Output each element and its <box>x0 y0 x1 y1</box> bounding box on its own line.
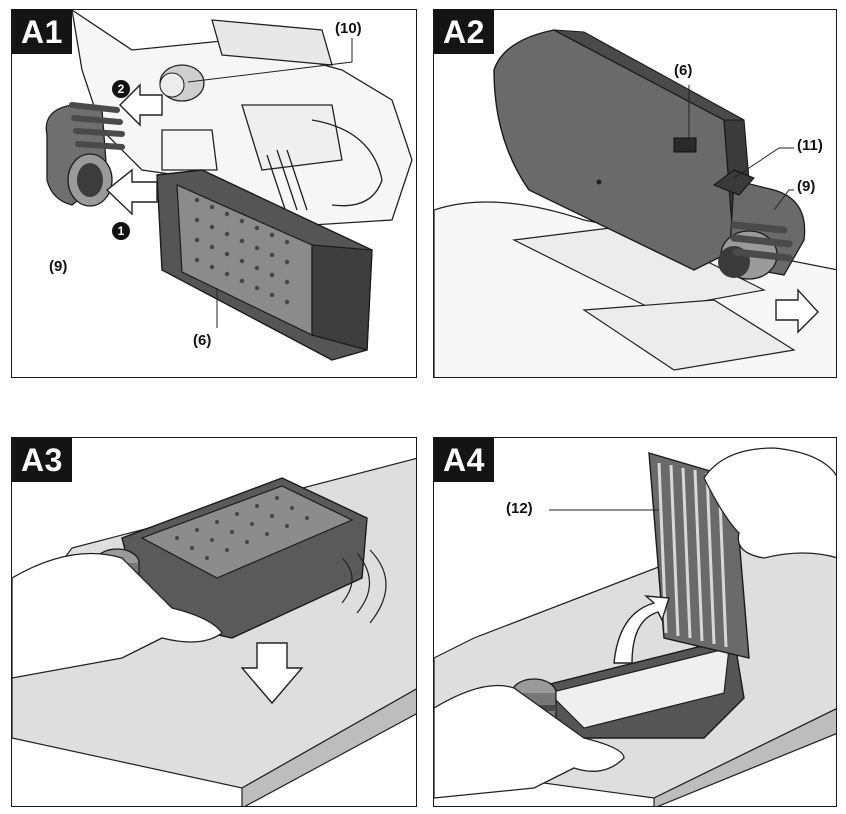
a3-illustration <box>12 438 417 807</box>
panel-a1: A1 (10) (9) (6) 2 1 <box>11 9 417 378</box>
panel-a3: A3 <box>11 437 417 807</box>
a1-illustration <box>12 10 417 378</box>
step-badge-2: 2 <box>112 80 130 98</box>
a2-illustration <box>434 10 837 378</box>
step-badge-1: 1 <box>112 222 130 240</box>
callout-10: (10) <box>335 20 362 37</box>
callout-12: (12) <box>506 500 533 517</box>
panel-a4: A4 (12) <box>433 437 837 807</box>
callout-9: (9) <box>49 258 67 275</box>
arrow-1 <box>107 170 157 214</box>
callout-9: (9) <box>797 178 815 195</box>
callout-11: (11) <box>797 137 823 154</box>
callout-6: (6) <box>193 332 211 349</box>
panel-tag: A1 <box>12 10 72 54</box>
a4-illustration <box>434 438 837 807</box>
panel-tag: A3 <box>12 438 72 482</box>
callout-6: (6) <box>674 62 692 79</box>
panel-tag: A2 <box>434 10 494 54</box>
panel-tag: A4 <box>434 438 494 482</box>
panel-a2: A2 (6) (11) (9) <box>433 9 837 378</box>
